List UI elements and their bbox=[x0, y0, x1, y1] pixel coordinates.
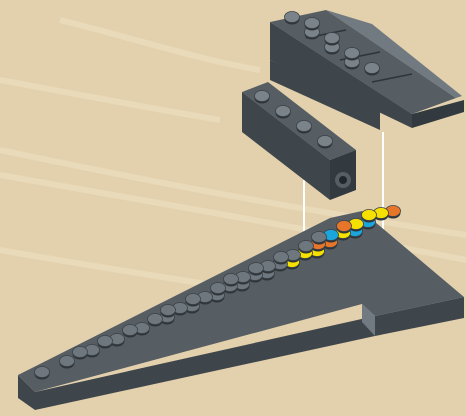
slope-brick-stud bbox=[345, 48, 360, 61]
wedge-plate-stud bbox=[35, 367, 50, 380]
brick-1x4-stud bbox=[255, 91, 270, 104]
slope-brick-stud bbox=[305, 18, 320, 31]
brick-1x4-stud bbox=[318, 136, 333, 149]
wedge-plate-stud bbox=[148, 314, 163, 327]
wedge-plate-stud bbox=[123, 325, 138, 338]
wedge-plate-stud bbox=[98, 336, 113, 349]
wedge-plate-stud bbox=[337, 221, 352, 234]
brick-1x4-stud bbox=[276, 106, 291, 119]
slope-brick-stud bbox=[285, 12, 300, 25]
wedge-plate-stud bbox=[312, 232, 327, 245]
wedge-plate-stud bbox=[186, 294, 201, 307]
wedge-plate-stud bbox=[60, 356, 75, 369]
brick-1x4-stud bbox=[297, 121, 312, 134]
slope-brick-stud bbox=[365, 63, 380, 76]
wedge-plate-stud bbox=[211, 283, 226, 296]
wedge-plate-stud bbox=[161, 305, 176, 318]
slope-brick-stud bbox=[325, 33, 340, 46]
wedge-plate-stud bbox=[224, 274, 239, 287]
wedge-plate-stud bbox=[73, 347, 88, 360]
wedge-plate-stud bbox=[362, 210, 377, 223]
side-stud-hole bbox=[339, 176, 347, 184]
wedge-plate-stud bbox=[249, 263, 264, 276]
wedge-plate-stud bbox=[299, 241, 314, 254]
wedge-plate-stud bbox=[274, 252, 289, 265]
